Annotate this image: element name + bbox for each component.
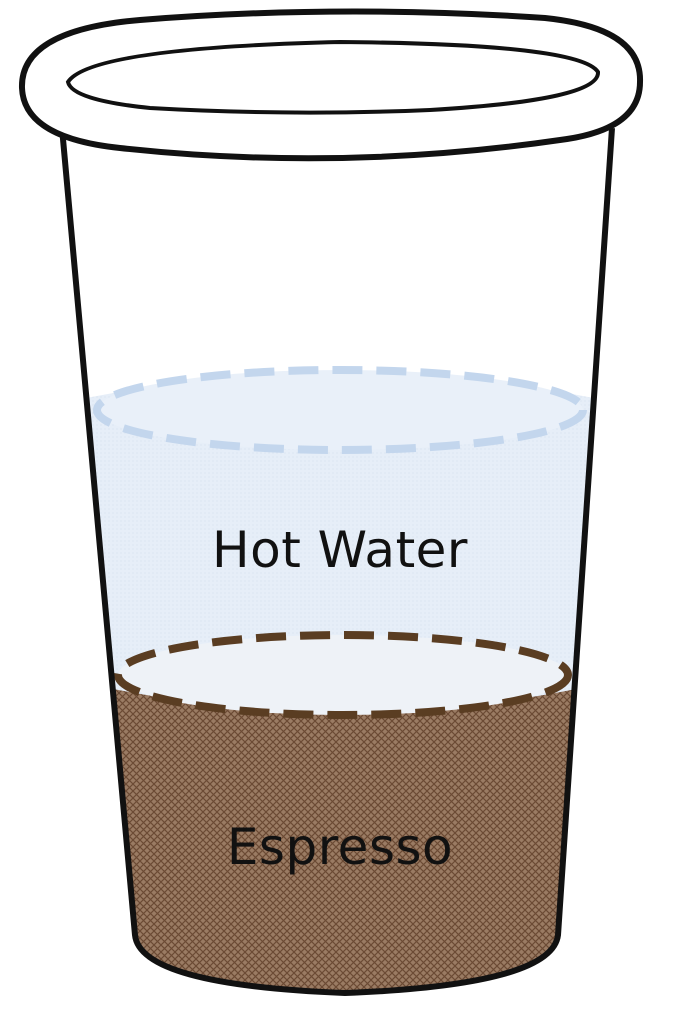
cup-rim-icon — [18, 8, 644, 162]
espresso-label: Espresso — [227, 818, 453, 876]
espresso-surface — [114, 631, 572, 719]
espresso-layer — [62, 672, 612, 992]
cup-outline — [59, 127, 615, 996]
hot-water-label: Hot Water — [212, 521, 468, 579]
hot-water-surface — [93, 366, 587, 454]
